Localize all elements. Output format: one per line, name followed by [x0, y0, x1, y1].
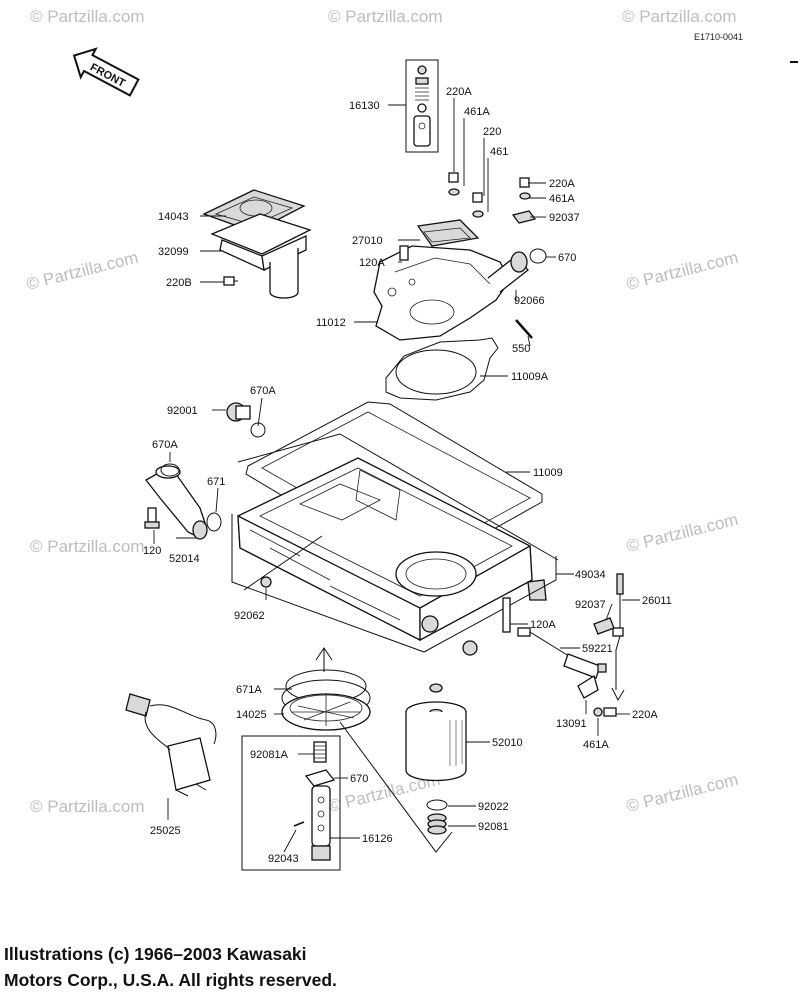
part-label: 670A — [250, 385, 276, 397]
o-ring-670 — [529, 248, 547, 264]
pan-group-outline — [231, 514, 557, 653]
oil-cover-11012 — [373, 245, 529, 341]
part-label: 92001 — [167, 405, 198, 417]
part-label: 14043 — [158, 211, 189, 223]
pin-550 — [515, 319, 533, 339]
watermark: © Partzilla.com — [30, 7, 145, 26]
part-label: 27010 — [352, 235, 383, 247]
breather-body-32099 — [210, 213, 312, 299]
pointer-line — [243, 535, 323, 591]
watermark: © Partzilla.com — [622, 7, 737, 26]
part-label: 461 — [490, 146, 508, 158]
oil-pressure-switch-59221 — [502, 597, 607, 679]
part-label: 16126 — [362, 833, 393, 845]
part-label: 120A — [530, 619, 556, 631]
watermark: © Partzilla.com — [328, 7, 443, 26]
part-label: 220A — [549, 178, 575, 190]
part-label: 26011 — [642, 595, 672, 607]
o-ring-671 — [206, 512, 222, 532]
part-labels: 16130 220A 461A 220 461 220A 461A 92037 … — [143, 86, 672, 865]
oil-pan-body — [237, 457, 547, 656]
part-label: 461A — [549, 193, 575, 205]
part-label: 49034 — [575, 569, 606, 581]
clamp-92037 — [593, 617, 615, 635]
bolt-120 — [144, 507, 160, 529]
part-label: 220B — [166, 277, 192, 289]
plate-27010 — [416, 219, 480, 247]
part-label: 59221 — [582, 643, 613, 655]
washer-92022 — [426, 799, 448, 811]
plug-92062 — [260, 576, 272, 588]
watermark: © Partzilla.com — [30, 537, 145, 556]
part-label: 92022 — [478, 801, 509, 813]
o-ring-670A-2 — [160, 463, 180, 477]
part-label: 550 — [512, 343, 530, 355]
oil-filter-52010 — [405, 683, 467, 782]
oil-screen-14025 — [281, 669, 371, 731]
bypass-valve-16126 — [241, 735, 341, 871]
part-label: 670 — [558, 252, 576, 264]
bolt-220A — [603, 707, 617, 717]
part-label: 461A — [464, 106, 490, 118]
part-label: 13091 — [556, 718, 587, 730]
part-label: 120 — [143, 545, 161, 557]
gasket-11009A — [385, 337, 499, 401]
front-arrow: FRONT — [72, 47, 140, 97]
copyright-notice: Illustrations (c) 1966–2003 Kawasaki Mot… — [4, 941, 337, 993]
diagram-code: E1710-0041 — [694, 32, 743, 42]
part-label: 92037 — [549, 212, 580, 224]
wire-26011 — [611, 573, 625, 702]
part-label: 14025 — [236, 709, 267, 721]
part-label: 670 — [350, 773, 368, 785]
part-label: 11009 — [533, 467, 563, 479]
part-label: 671 — [207, 476, 225, 488]
spring-92081 — [427, 813, 447, 835]
watermark: © Partzilla.com — [624, 248, 740, 294]
part-label: 92062 — [234, 610, 265, 622]
bracket-13091 — [577, 674, 599, 699]
gasket-11009A-inner — [395, 349, 477, 395]
watermark: © Partzilla.com — [30, 797, 145, 816]
part-label: 16130 — [349, 100, 380, 112]
washer-461A — [593, 707, 603, 717]
watermark: © Partzilla.com — [624, 510, 740, 556]
part-label: 120A — [359, 257, 385, 269]
part-label: 220A — [446, 86, 472, 98]
part-label: 670A — [152, 439, 178, 451]
part-label: 220A — [632, 709, 658, 721]
copyright-line: Illustrations (c) 1966–2003 Kawasaki — [4, 944, 307, 964]
drain-plug-92001 — [226, 402, 251, 422]
part-label: 52014 — [169, 553, 200, 565]
part-label: 52010 — [492, 737, 523, 749]
part-label: 671A — [236, 684, 262, 696]
watermark: © Partzilla.com — [24, 248, 140, 294]
bolt-220B — [223, 276, 238, 286]
part-label: 32099 — [158, 246, 189, 258]
part-label: 461A — [583, 739, 609, 751]
part-label: 92066 — [514, 295, 545, 307]
part-label: 92043 — [268, 853, 299, 865]
part-label: 11012 — [316, 317, 346, 329]
part-label: 92081A — [250, 749, 289, 761]
upper-bolts — [448, 172, 537, 224]
leader-lines — [153, 98, 640, 853]
watermark: © Partzilla.com — [624, 770, 740, 816]
part-label: 92081 — [478, 821, 509, 833]
part-label: 25025 — [150, 825, 181, 837]
part-label: 11009A — [511, 371, 549, 383]
switch-25025 — [125, 693, 217, 797]
part-label: 92037 — [575, 599, 606, 611]
copyright-line: Motors Corp., U.S.A. All rights reserved… — [4, 970, 337, 990]
pointer-line — [339, 721, 453, 853]
part-label: 220 — [483, 126, 501, 138]
relief-valve-16130 — [405, 59, 439, 153]
pan-group-outline-top — [237, 433, 559, 561]
